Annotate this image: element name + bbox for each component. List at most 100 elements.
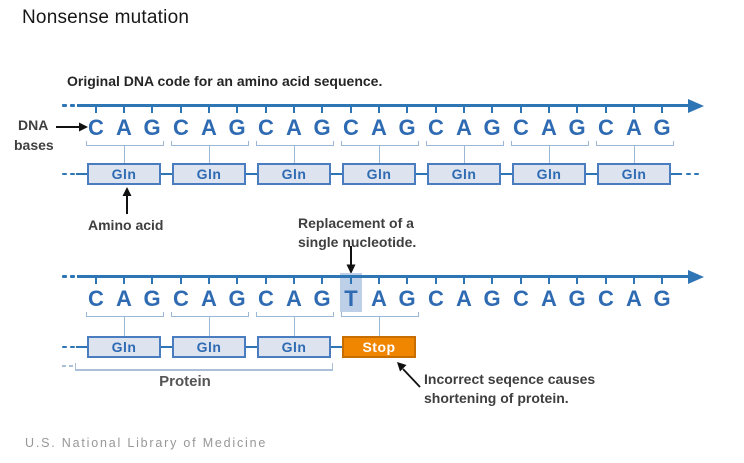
- base-tick: [520, 107, 522, 113]
- codon-bracket: [171, 312, 249, 317]
- amino-acid-box: Gln: [172, 163, 246, 185]
- amino-acid-box: Gln: [172, 336, 246, 358]
- dna-base-letter: G: [143, 286, 161, 311]
- base-tick: [180, 107, 182, 113]
- amino-acid-box: Gln: [87, 163, 161, 185]
- base-tick: [95, 278, 97, 284]
- chain-dash: [76, 346, 87, 348]
- base-tick: [406, 278, 408, 284]
- codon-bracket: [511, 141, 589, 146]
- dna-base-letter: A: [116, 115, 132, 140]
- base-tick: [633, 107, 635, 113]
- incorrect-sequence-label-line2: shortening of protein.: [424, 390, 569, 406]
- chain-dash: [76, 173, 87, 175]
- dna-base-letter: A: [626, 115, 642, 140]
- peptide-bond-connector: [501, 173, 512, 175]
- dna-base-letter: A: [286, 115, 302, 140]
- dna-base-letter: A: [456, 115, 472, 140]
- dna-bases-label-line1: DNA: [18, 117, 49, 133]
- codon-bracket: [256, 312, 334, 317]
- amino-acid-box: Gln: [427, 163, 501, 185]
- protein-bracket-dot: [69, 365, 73, 367]
- codon-connector: [294, 145, 295, 163]
- dna-base-letter: C: [428, 115, 444, 140]
- dna-base-letter: C: [258, 286, 274, 311]
- base-tick: [661, 107, 663, 113]
- dna-base-letter: G: [398, 286, 416, 311]
- codon-connector: [209, 316, 210, 336]
- dna-base-letter: C: [88, 286, 104, 311]
- base-tick: [378, 107, 380, 113]
- incorrect-sequence-label-line1: Incorrect seqence causes: [424, 371, 596, 387]
- base-tick: [435, 278, 437, 284]
- base-tick: [661, 278, 663, 284]
- amino-acid-label: Amino acid: [88, 217, 164, 233]
- replacement-label-line1: Replacement of a: [298, 215, 414, 231]
- amino-acid-box: Gln: [87, 336, 161, 358]
- codon-connector: [124, 316, 125, 336]
- codon-bracket: [86, 312, 164, 317]
- dna-base-letter: T: [344, 286, 358, 311]
- dna-base-letter: A: [626, 286, 642, 311]
- protein-bracket: [75, 363, 333, 371]
- base-tick: [350, 278, 352, 284]
- strand-dot: [70, 275, 75, 278]
- strand-dot: [70, 104, 75, 107]
- dna-base-letter: G: [483, 115, 501, 140]
- base-tick: [208, 278, 210, 284]
- base-tick: [208, 107, 210, 113]
- protein-bracket-dot: [62, 365, 66, 367]
- chain-dot: [62, 346, 67, 348]
- base-tick: [548, 278, 550, 284]
- base-tick: [293, 278, 295, 284]
- peptide-bond-connector: [331, 173, 342, 175]
- dna-base-letter: G: [653, 115, 671, 140]
- base-tick: [123, 107, 125, 113]
- dna-base-letter: C: [513, 115, 529, 140]
- dna-base-letter: A: [201, 115, 217, 140]
- base-tick: [321, 278, 323, 284]
- base-tick: [265, 107, 267, 113]
- base-tick: [520, 278, 522, 284]
- strand-dot: [62, 104, 67, 107]
- dna-base-letter: G: [228, 286, 246, 311]
- base-tick: [435, 107, 437, 113]
- dna-base-letter: C: [598, 115, 614, 140]
- dna-base-letter: G: [313, 286, 331, 311]
- dna-base-letter: G: [653, 286, 671, 311]
- base-tick: [406, 107, 408, 113]
- peptide-bond-connector: [161, 346, 172, 348]
- codon-connector: [634, 145, 635, 163]
- base-tick: [151, 107, 153, 113]
- chain-dot: [686, 173, 691, 175]
- dna-bases-label-line2: bases: [14, 137, 54, 153]
- peptide-bond-connector: [161, 173, 172, 175]
- base-tick: [491, 278, 493, 284]
- chain-dash: [671, 173, 682, 175]
- codon-connector: [294, 316, 295, 336]
- mutated-base-highlight: [340, 273, 362, 312]
- amino-acid-box: Gln: [257, 163, 331, 185]
- chain-dot: [70, 346, 75, 348]
- codon-connector: [209, 145, 210, 163]
- source-attribution: U.S. National Library of Medicine: [25, 436, 268, 450]
- chain-dot: [62, 173, 67, 175]
- dna-base-letter: C: [173, 115, 189, 140]
- base-tick: [548, 107, 550, 113]
- protein-label: Protein: [159, 373, 211, 390]
- amino-acid-box: Gln: [257, 336, 331, 358]
- base-tick: [576, 278, 578, 284]
- replacement-arrow-icon: [346, 246, 356, 274]
- base-tick: [321, 107, 323, 113]
- dna-strand-line: [77, 104, 689, 107]
- dna-strand-line: [77, 275, 689, 278]
- dna-base-letter: A: [371, 286, 387, 311]
- peptide-bond-connector: [586, 173, 597, 175]
- base-tick: [293, 107, 295, 113]
- dna-base-letter: G: [228, 115, 246, 140]
- base-tick: [265, 278, 267, 284]
- base-tick: [463, 107, 465, 113]
- dna-base-letter: G: [568, 286, 586, 311]
- dna-base-letter: C: [428, 286, 444, 311]
